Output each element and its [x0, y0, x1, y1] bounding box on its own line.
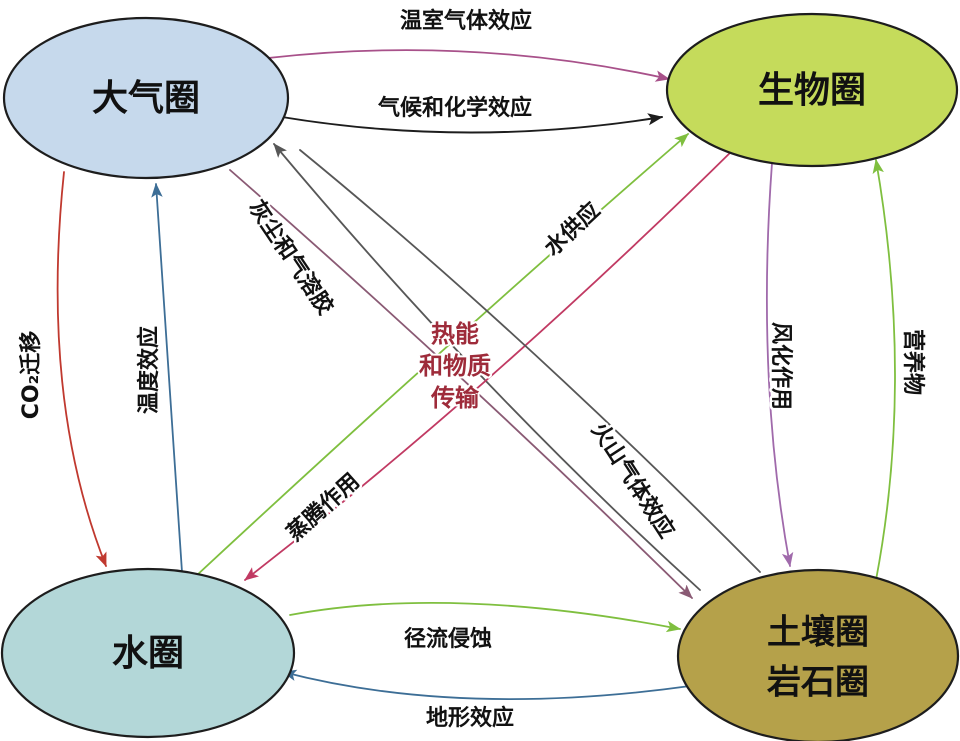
label-nutrients: 营养物 — [900, 329, 926, 395]
label-runoff-erosion: 径流侵蚀 — [404, 626, 492, 652]
hydrosphere-label: 水圈 — [112, 633, 184, 674]
label-greenhouse-gas-effect: 温室气体效应 — [400, 8, 532, 34]
atmosphere-label: 大气圈 — [92, 78, 200, 119]
edge-greenhouse-gas-effect[interactable] — [267, 49, 671, 82]
biosphere-label: 生物圈 — [758, 70, 866, 111]
node-hydrosphere[interactable]: 水圈 — [0, 567, 296, 739]
node-atmosphere[interactable]: 大气圈 — [2, 16, 290, 180]
edge-transpiration[interactable] — [244, 145, 738, 581]
label-water-supply: 水供应 — [539, 197, 605, 261]
label-volcanic-gas-effects: 火山气体效应 — [586, 418, 680, 543]
edge-volcanic-gas-effects[interactable] — [299, 149, 761, 573]
biosphere-ellipse — [665, 12, 959, 168]
label-climate-and-chemical-effects: 气候和化学效应 — [377, 95, 532, 121]
edge-water-supply[interactable] — [195, 133, 689, 577]
hydrosphere-ellipse — [0, 567, 296, 739]
edge-co2-migration[interactable] — [56, 171, 107, 568]
label-transpiration: 蒸腾作用 — [283, 469, 365, 546]
pedosphere-label-line1: 土壤圈 — [767, 613, 869, 653]
edge-nutrients[interactable] — [872, 158, 896, 581]
label-heat-and-matter-transport-line2: 和物质 — [419, 352, 491, 380]
edge-dust-and-aerosols[interactable] — [273, 143, 701, 591]
label-temperature-effect: 温度效应 — [136, 326, 162, 414]
label-weathering: 风化作用 — [768, 322, 794, 410]
edge-heat-and-matter-transport[interactable] — [229, 169, 693, 599]
atmosphere-ellipse — [2, 16, 290, 180]
edge-layer — [56, 49, 896, 701]
edge-weathering[interactable] — [765, 162, 794, 568]
label-co2-migration: CO₂迁移 — [18, 331, 44, 419]
label-topographic-effect: 地形效应 — [426, 705, 514, 731]
edge-topographic-effect[interactable] — [281, 669, 691, 701]
lithosphere-label-line2: 岩石圈 — [766, 663, 869, 703]
edge-temperature-effect[interactable] — [151, 182, 183, 573]
edge-climate-and-chemical-effects[interactable] — [281, 113, 664, 134]
edge-runoff-erosion[interactable] — [289, 601, 682, 633]
node-biosphere[interactable]: 生物圈 — [665, 12, 959, 168]
label-dust-and-aerosols: 灰尘和气溶胶 — [243, 195, 338, 319]
pedosphere-lithosphere-ellipse — [676, 568, 960, 741]
label-heat-and-matter-transport-line1: 热能 — [431, 320, 479, 348]
node-pedosphere-lithosphere[interactable]: 土壤圈 岩石圈 — [676, 568, 960, 741]
label-heat-and-matter-transport-line3: 传输 — [430, 384, 480, 412]
